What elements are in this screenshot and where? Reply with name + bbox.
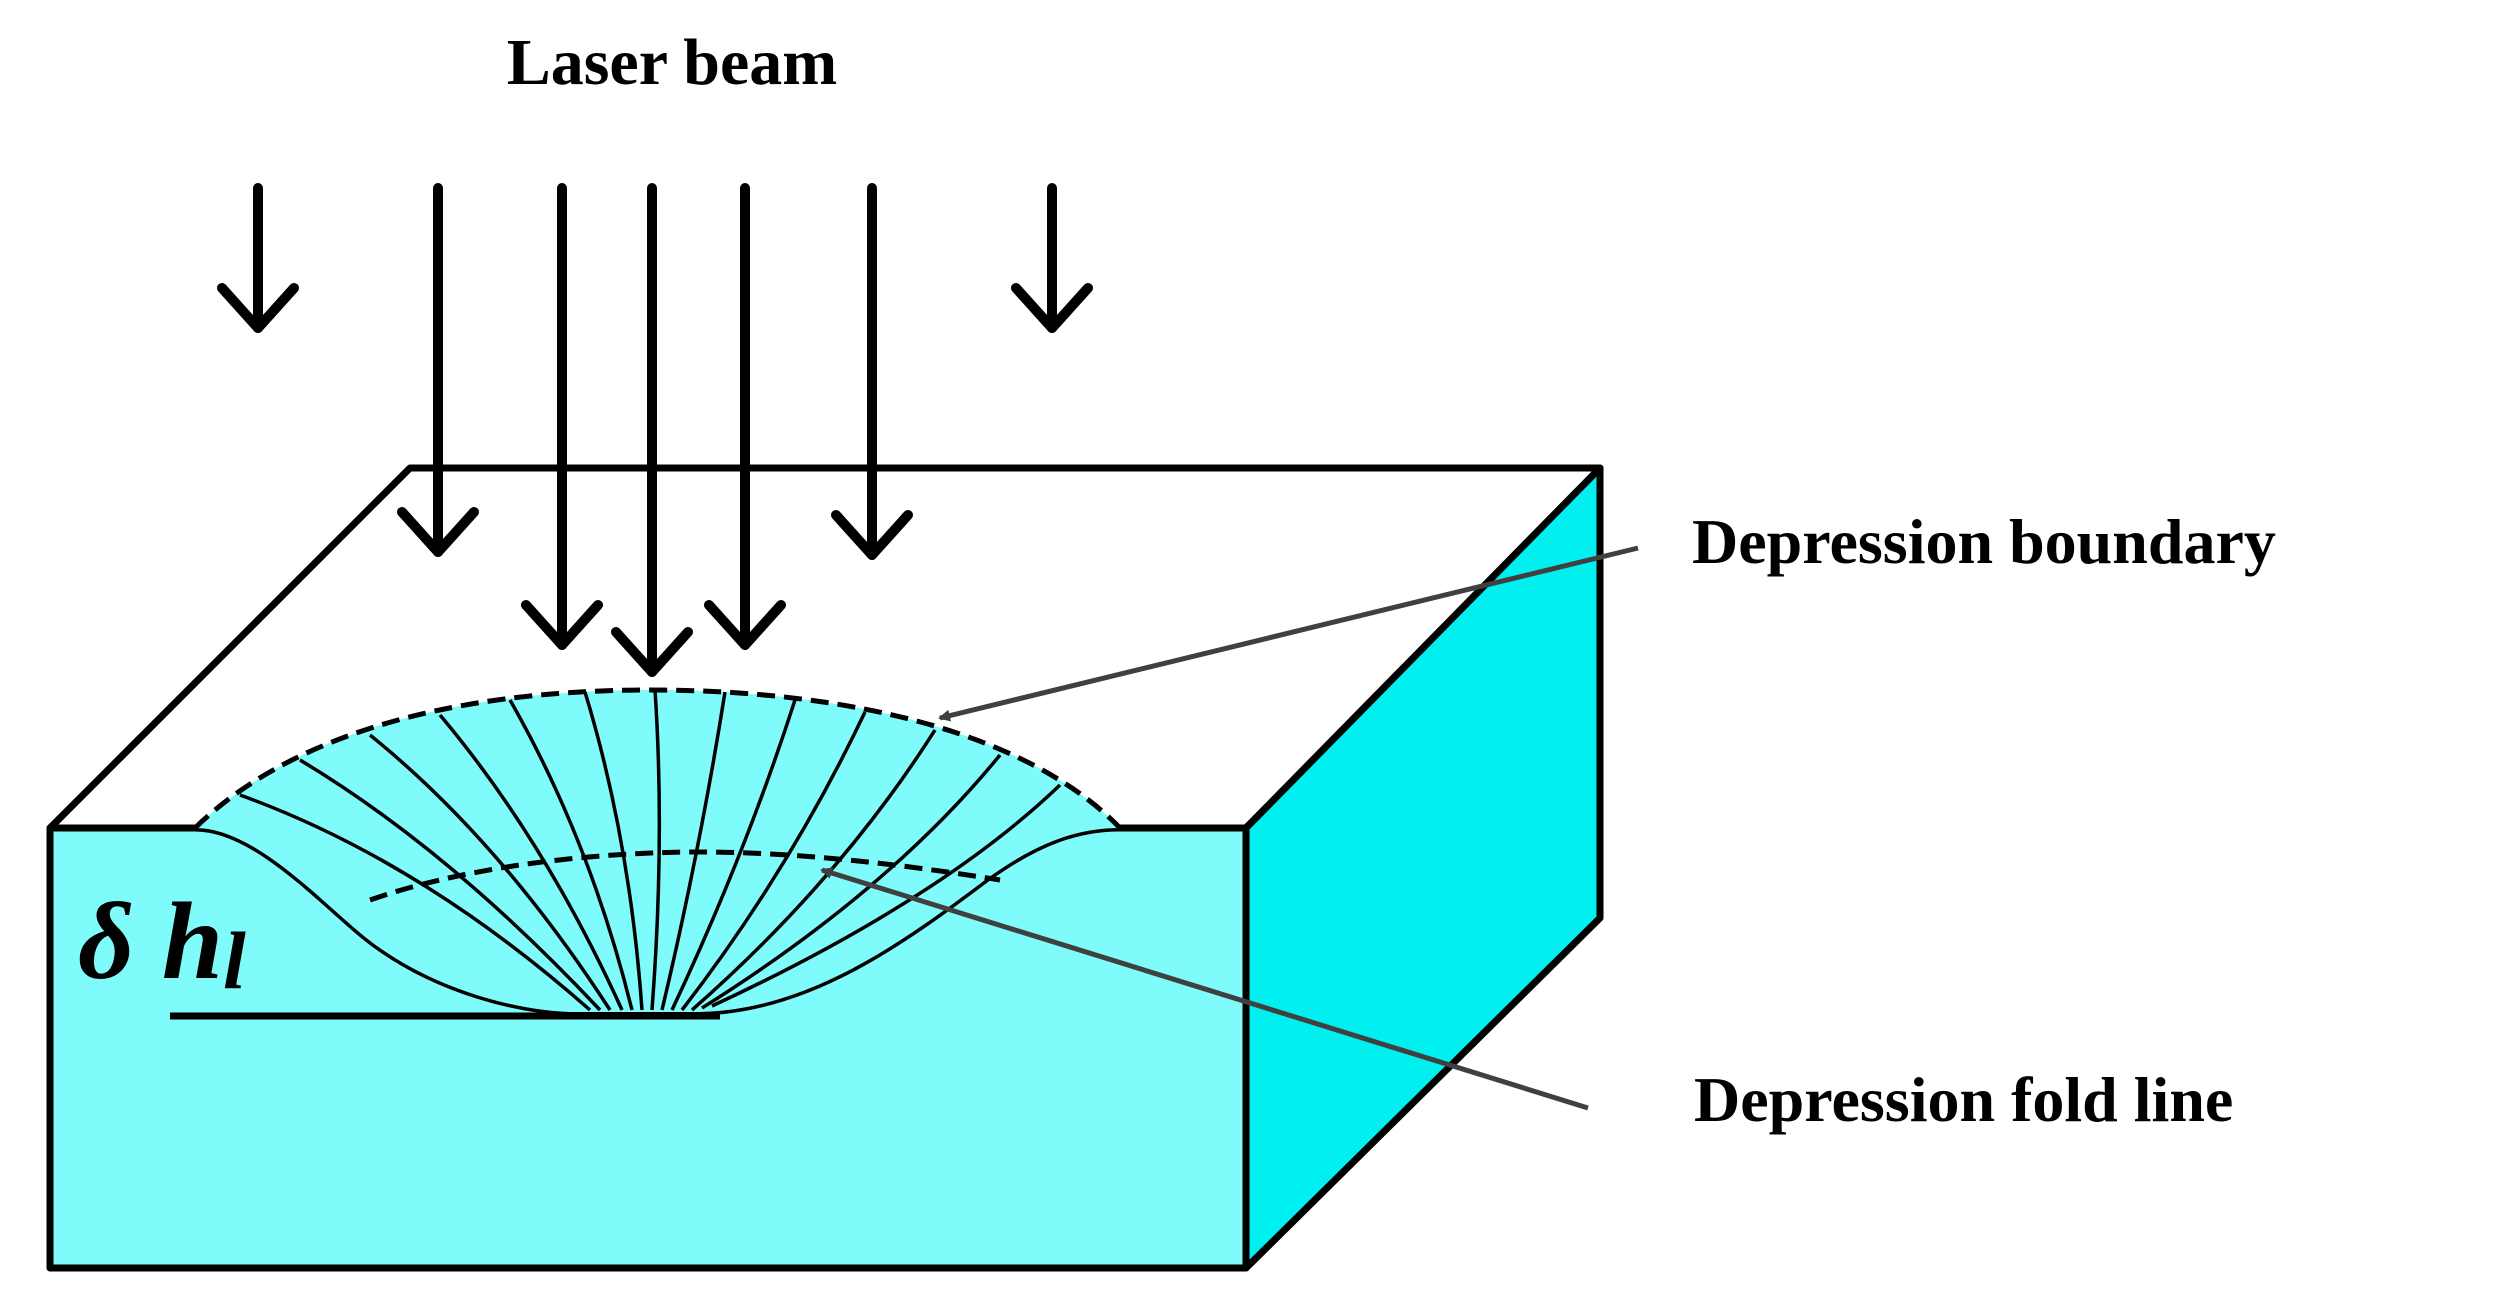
down-arrow-icon	[611, 183, 693, 677]
fold-line	[508, 699, 634, 1011]
fold-line	[670, 699, 797, 1011]
depth-symbol-subscript: l	[223, 915, 246, 1006]
laser-beam-arrows	[217, 183, 1093, 677]
down-arrow-icon	[831, 183, 913, 560]
fold-line	[660, 691, 727, 1011]
depression-fold-line-pointer	[820, 867, 1589, 1111]
fold-line	[239, 793, 592, 1012]
down-arrow-icon	[521, 183, 603, 650]
fold-line	[368, 733, 612, 1011]
depression-boundary-pointer	[938, 545, 1639, 722]
depth-symbol: δ hl	[78, 880, 246, 1006]
down-arrow-icon	[397, 183, 479, 557]
down-arrow-icon	[217, 183, 299, 333]
fold-line	[680, 711, 867, 1012]
depression-boundary-label: Depression boundary	[1692, 506, 2276, 577]
fold-line	[299, 758, 602, 1012]
fold-line	[650, 689, 662, 1011]
depression-fold-line-label: Depression fold line	[1694, 1064, 2233, 1135]
down-arrow-icon	[1011, 183, 1093, 333]
fold-line	[438, 713, 624, 1011]
depression-mid-contour	[369, 849, 1001, 903]
depth-symbol-main: δ h	[78, 880, 223, 1002]
down-arrow-icon	[704, 183, 786, 650]
laser-beam-label: Laser beam	[507, 26, 838, 99]
depression-boundary	[193, 687, 1122, 830]
fold-line	[583, 691, 644, 1011]
